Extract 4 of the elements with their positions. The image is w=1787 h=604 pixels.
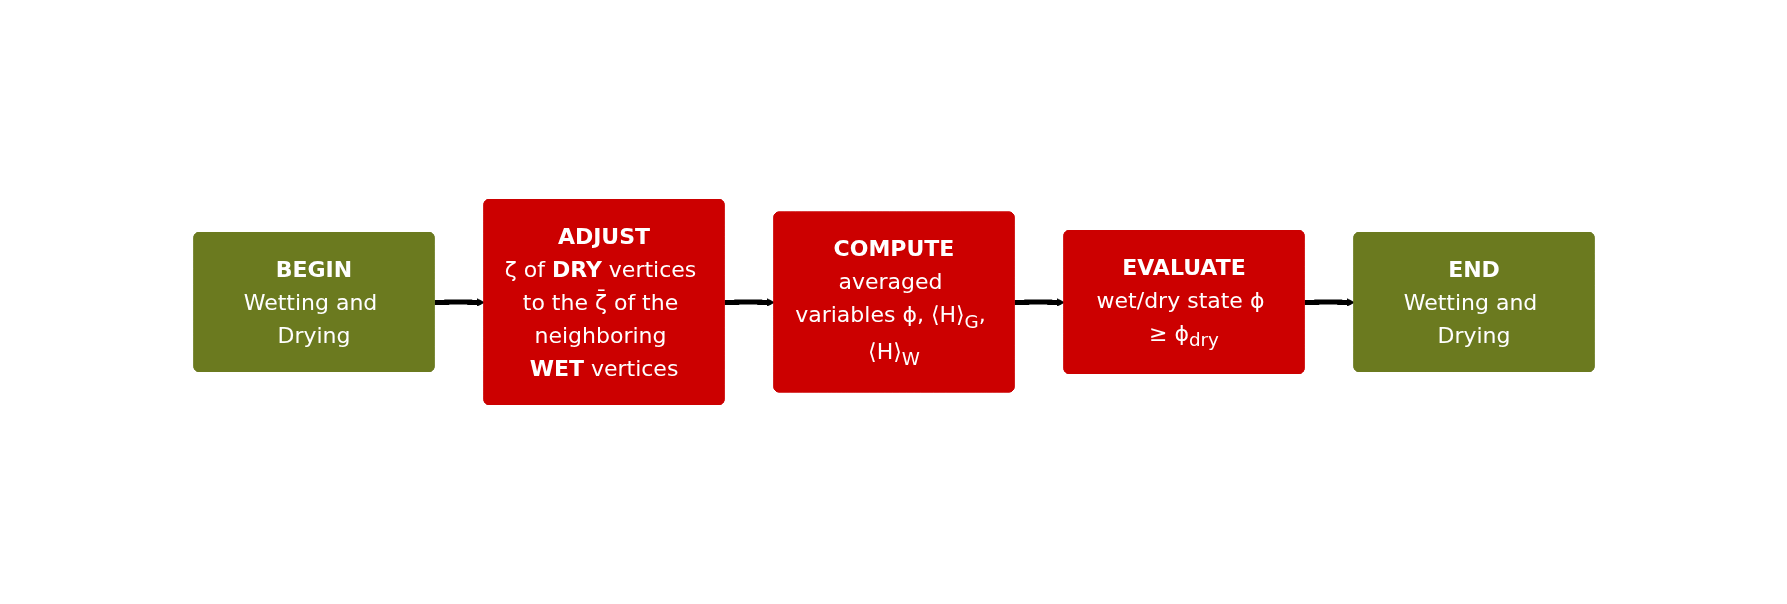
arrow [1304, 298, 1355, 307]
arrow [1014, 298, 1065, 307]
arrow [724, 298, 775, 307]
arrow [434, 298, 485, 307]
